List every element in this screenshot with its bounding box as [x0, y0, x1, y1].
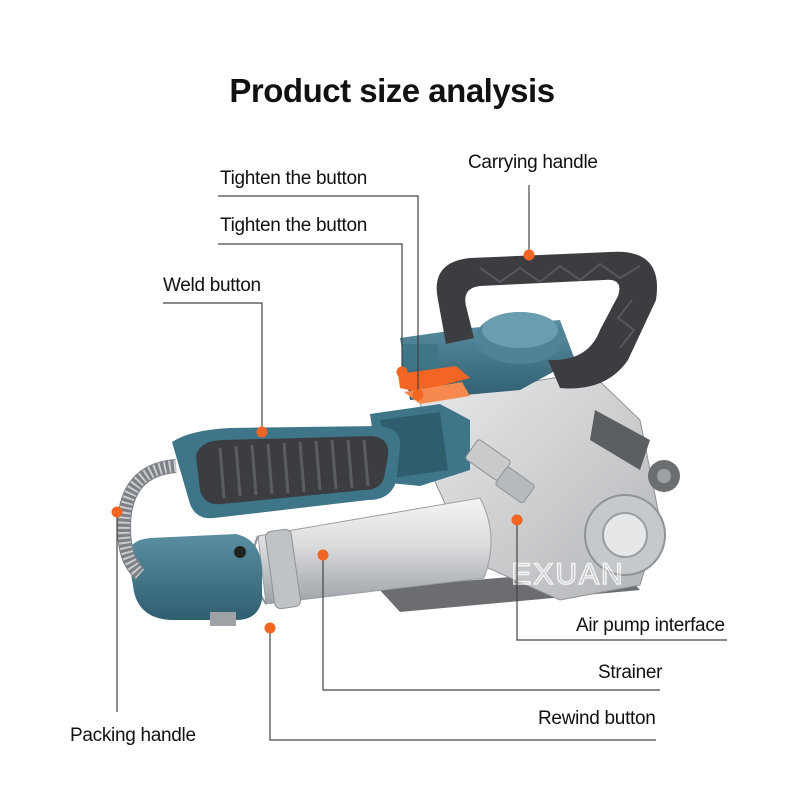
page-title: Product size analysis [229, 72, 555, 109]
marker-strainer [317, 549, 329, 561]
watermark: EXUAN [511, 558, 624, 591]
marker-air-pump [511, 514, 523, 526]
label-strainer: Strainer [598, 662, 663, 683]
marker-tighten-2 [396, 366, 408, 378]
marker-weld [256, 426, 268, 438]
leader-tighten-1 [218, 195, 419, 395]
label-tighten-button-2: Tighten the button [220, 215, 368, 236]
marker-packing [111, 506, 123, 518]
label-packing-handle: Packing handle [70, 725, 196, 746]
leader-air-pump [516, 520, 727, 641]
label-tighten-button-1: Tighten the button [220, 168, 368, 189]
orange-button-top [398, 366, 470, 392]
leader-lines [116, 185, 727, 741]
carrying-handle-shape [436, 251, 658, 389]
label-carrying-handle: Carrying handle [468, 152, 598, 173]
label-rewind-button: Rewind button [538, 708, 656, 729]
grip-pad [196, 436, 389, 505]
leader-strainer [322, 555, 660, 691]
marker-rewind [264, 622, 276, 634]
leader-rewind [269, 628, 656, 741]
leader-weld [163, 302, 263, 432]
label-weld-button: Weld button [163, 275, 261, 296]
leader-tighten-2 [218, 243, 403, 372]
markers [111, 249, 535, 634]
label-air-pump-interface: Air pump interface [576, 615, 725, 636]
strainer-cylinder [257, 497, 492, 605]
marker-carrying-handle [523, 249, 535, 261]
marker-tighten-1 [412, 389, 424, 401]
packing-elbow [128, 534, 262, 620]
